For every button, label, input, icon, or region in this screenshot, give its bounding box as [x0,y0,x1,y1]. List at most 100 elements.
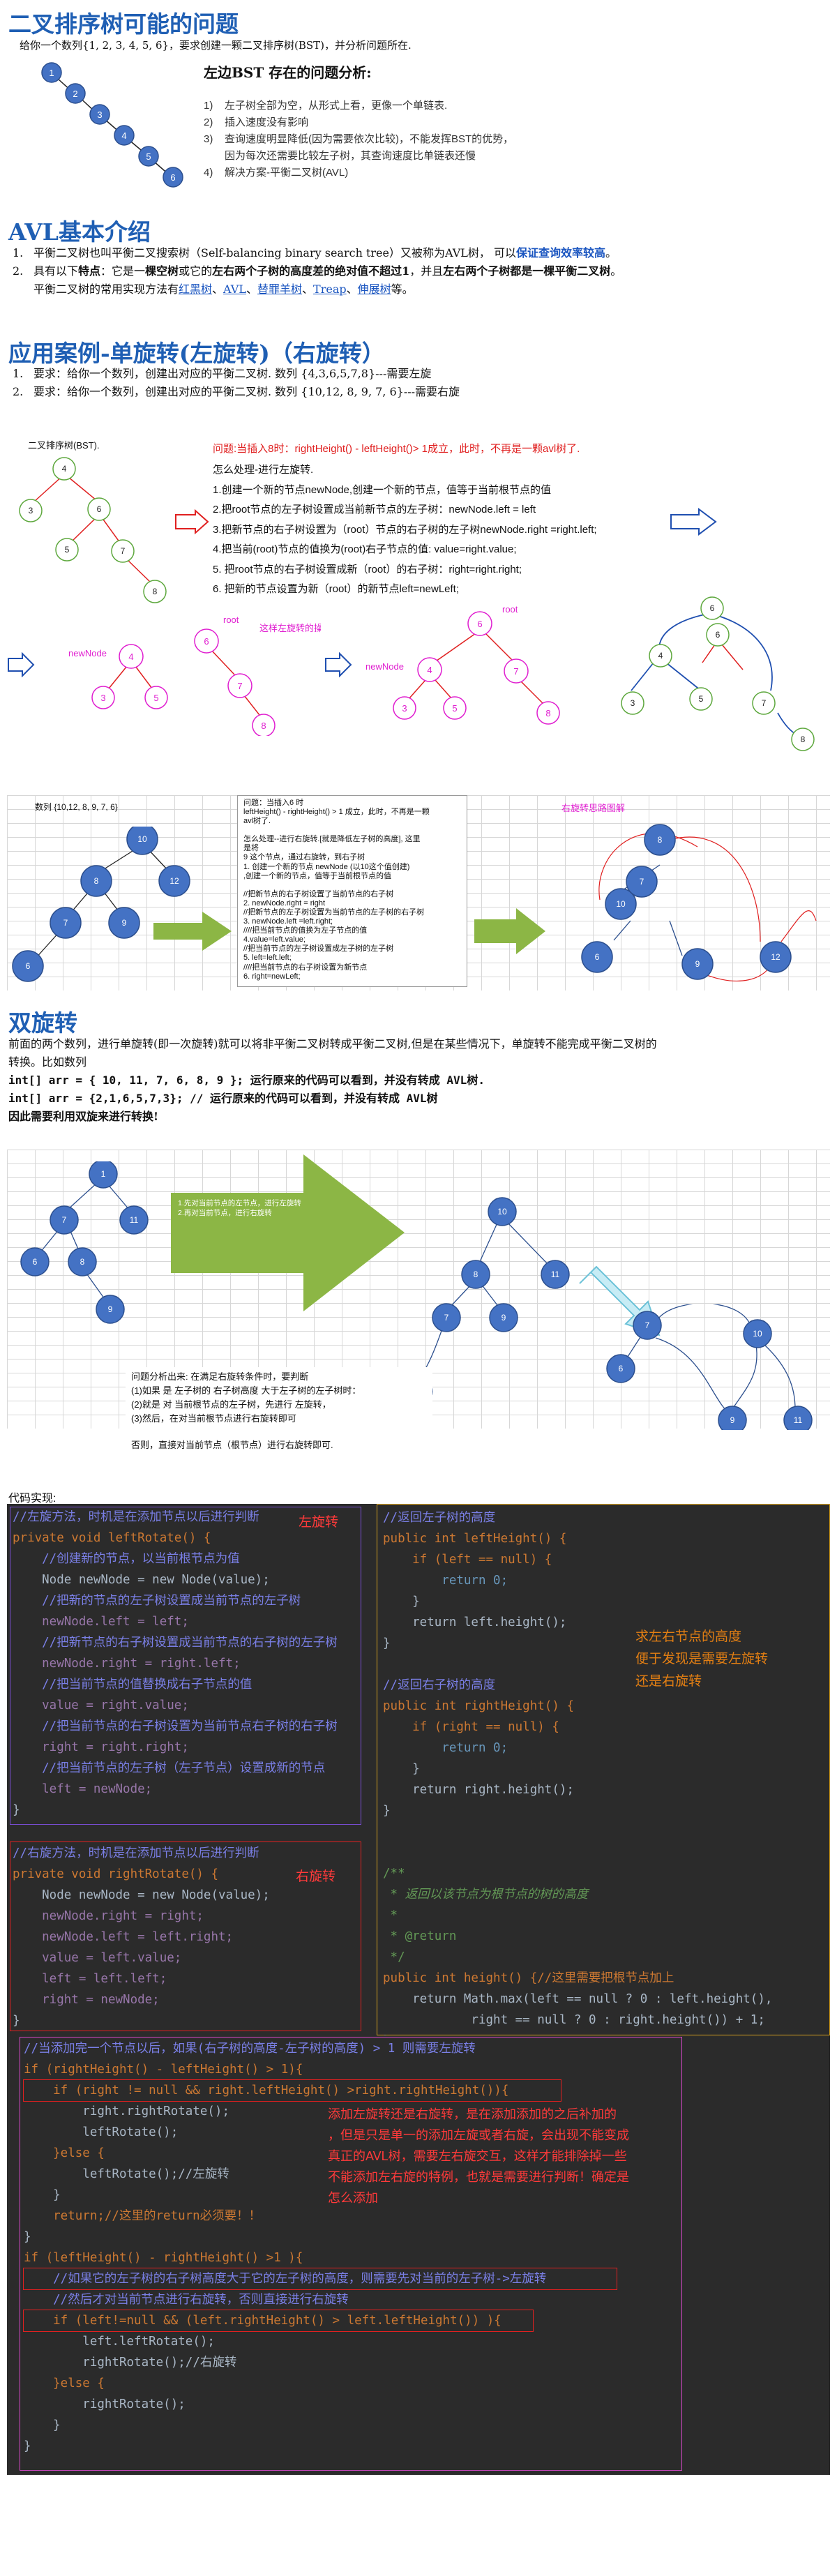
svg-text:7: 7 [444,1313,449,1323]
svg-text:6: 6 [33,1257,38,1267]
svg-text:6: 6 [26,961,31,971]
svg-text:5: 5 [699,694,704,704]
right-rotate-code: //右旋方法，时机是在添加节点以后进行判断 private void right… [13,1846,270,2028]
rotate-code-panel: //左旋方法，时机是在添加节点以后进行判断 private void leftR… [7,1504,377,2035]
green-arrow-icon [474,908,545,954]
chain-node [65,83,86,104]
chain-node [138,146,159,167]
link-treap[interactable]: Treap [313,283,347,296]
svg-text:7: 7 [762,698,767,708]
svg-text:8: 8 [261,721,266,731]
svg-text:root: root [502,604,518,615]
svg-text:10: 10 [137,834,147,844]
problem-statement: 问题:当插入8时：rightHeight() - leftHeight()> 1… [213,443,580,455]
svg-text:9: 9 [108,1304,113,1314]
add-frame [20,2037,682,2471]
section-title: 二叉排序树可能的问题 [8,10,239,38]
height-code: //返回左子树的高度 public int leftHeight() { if … [383,1511,773,2048]
bst-chain-diagram: 1 2 3 4 5 6 [41,62,183,188]
svg-text:newNode: newNode [68,648,107,658]
svg-text:7: 7 [640,877,644,887]
svg-text:7: 7 [237,681,242,691]
analysis-item: 2)插入速度没有影响 [204,116,309,128]
svg-text:9: 9 [122,918,127,928]
right-balanced-tree: 8 7 10 6 9 12 [581,824,817,981]
analysis-item: 3)查询速度明显降低(因为需要依次比较)，不能发挥BST的优势， [204,133,514,145]
avl-description: 1.平衡二叉树也叫平衡二叉搜索树（Self-balancing binary s… [13,246,622,296]
chain-node-label: 5 [146,151,151,162]
double-unbalanced-tree: 1 7 11 6 8 9 [20,1161,149,1324]
svg-text:1: 1 [101,1169,106,1179]
chain-node [163,167,183,188]
svg-text:12: 12 [169,876,179,886]
svg-text:5: 5 [452,703,457,714]
link-splay[interactable]: 伸展树 [357,283,391,296]
arrow-right-icon [670,508,717,536]
height-code-panel: //返回左子树的高度 public int leftHeight() { if … [377,1504,830,2048]
after-left-rotate-tree: root newNode 6 4 7 3 5 8 [365,604,560,725]
svg-text:11: 11 [794,1415,803,1425]
arrow-right-icon [325,652,352,677]
svg-text:6: 6 [595,952,600,962]
svg-text:7: 7 [513,666,518,677]
bst-label: 二叉排序树(BST). [28,440,100,451]
green-big-arrow-icon [171,1154,405,1311]
svg-text:7: 7 [63,918,68,928]
svg-text:9: 9 [695,959,700,969]
svg-text:3: 3 [631,698,635,708]
svg-text:6: 6 [716,630,721,640]
svg-text:5: 5 [153,693,158,703]
root-subtree: root 这样左旋转的操作步骤就完成了 6 7 8 [194,615,321,736]
svg-text:这样左旋转的操作步骤就完成了: 这样左旋转的操作步骤就完成了 [259,623,321,633]
right-unbalanced-tree: 10 8 12 7 9 6 [12,827,190,982]
newnode-subtree: newNode 4 3 5 [68,644,168,709]
double-balanced-tree: 7 6 10 9 11 [606,1304,813,1430]
chain-node [41,62,62,83]
link-rbtree[interactable]: 红黑树 [179,283,213,296]
svg-text:6: 6 [619,1364,624,1373]
double-rotate-explanation: 问题分析出来: 在满足右旋转条件时，要判断 (1)如果 是 左子树的 右子树高度… [126,1367,432,1461]
analysis-item: 4)解决方案-平衡二叉树(AVL) [204,167,349,179]
chain-node [114,125,135,146]
svg-text:7: 7 [62,1215,67,1225]
svg-text:7: 7 [645,1320,650,1330]
svg-text:4: 4 [658,651,663,661]
analysis-title: 左边BST 存在的问题分析: [204,64,372,81]
svg-text:8: 8 [474,1270,478,1279]
chain-node-label: 1 [49,68,54,78]
svg-text:6: 6 [710,603,715,613]
double-rotation-desc: 前面的两个数列，进行单旋转(即一次旋转)就可以将非平衡二叉树转成平衡二叉树,但是… [8,1037,657,1123]
section-title: 应用案例-单旋转(左旋转)（右旋转） [8,340,385,367]
link-avl[interactable]: AVL [223,283,246,296]
svg-text:3: 3 [402,703,407,714]
svg-text:9: 9 [730,1415,735,1425]
right-rotate-tag: 右旋转 [296,1869,336,1884]
double-rotate-arrow-text: 1.先对当前节点的左节点，进行左旋转 2.再对当前节点，进行右旋转 [178,1199,301,1217]
analysis-item: 因为每次还需要比较左子树，其查询速度比单链表还慢 [225,150,476,162]
analysis-item: 1)左子树全部为空，从形式上看，更像一个单链表. [204,100,448,112]
svg-text:4: 4 [128,651,133,662]
svg-text:10: 10 [616,899,626,909]
svg-text:8: 8 [658,835,663,845]
right-rotate-frame [10,1841,361,2031]
left-rotate-tag: 左旋转 [299,1515,339,1530]
svg-text:8: 8 [80,1257,85,1267]
link-scapegoat[interactable]: 替罪羊树 [257,283,303,296]
balanced-result-tree: 6 4 6 3 5 7 8 [621,596,815,751]
svg-text:6: 6 [204,636,209,647]
svg-text:newNode: newNode [365,661,404,672]
sequence-label: 数列 {10,12, 8, 9, 7, 6} [35,802,118,812]
svg-text:7: 7 [121,546,126,556]
svg-text:3: 3 [29,506,33,515]
add-code: //当添加完一个节点以后，如果(右子树的高度-左子树的高度) > 1 则需要左旋… [23,2038,617,2457]
svg-text:8: 8 [94,876,99,886]
svg-text:11: 11 [551,1270,560,1279]
svg-text:4: 4 [427,665,432,675]
left-rotate-frame [10,1507,361,1825]
add-note: 添加左旋转还是右旋转，是在添加添加的之后补加的 ，但是只是单一的添加左旋或者右旋… [328,2107,629,2205]
chain-node-label: 2 [73,89,77,99]
chain-node [89,104,110,125]
svg-text:8: 8 [153,587,158,596]
svg-text:root: root [223,615,239,625]
svg-text:6: 6 [97,504,102,514]
